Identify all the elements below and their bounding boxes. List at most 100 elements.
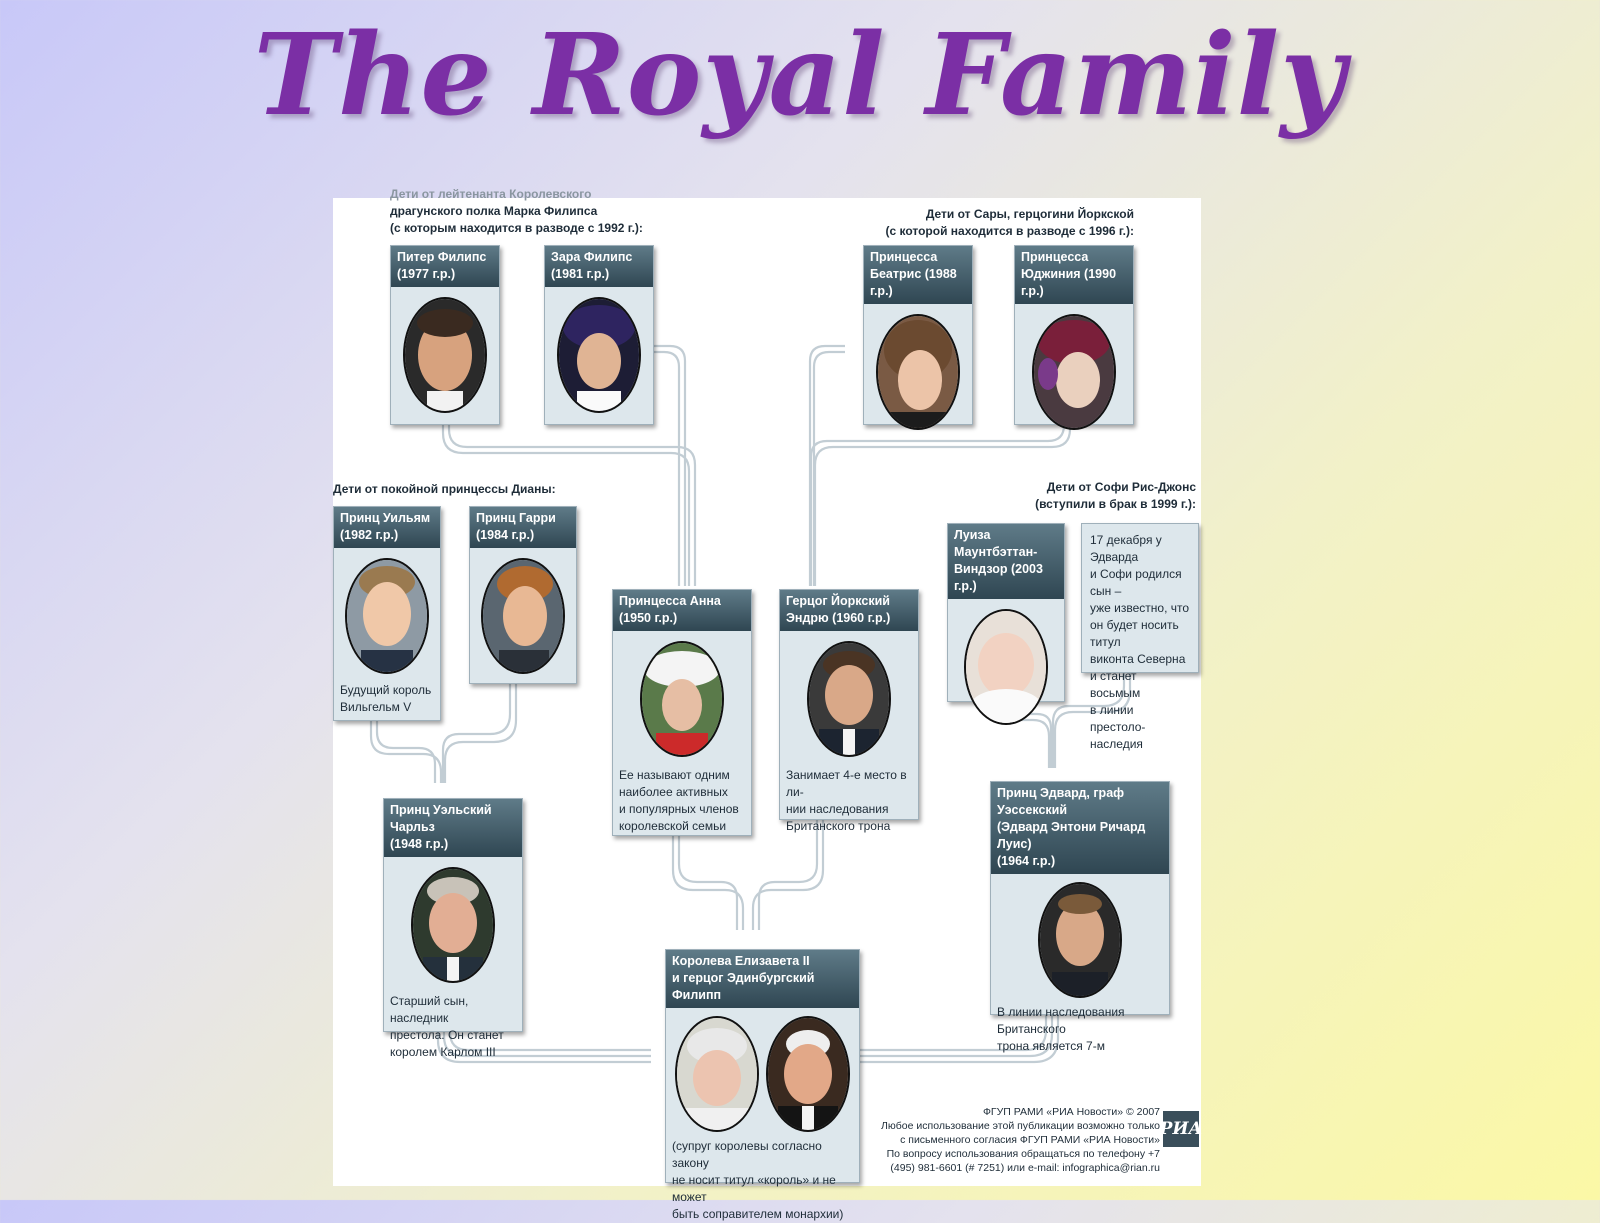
note-line: наследия bbox=[1090, 737, 1143, 751]
person-years: и герцог Эдинбургский Филипп bbox=[672, 971, 815, 1002]
person-years: Виндзор (2003 г.р.) bbox=[954, 562, 1043, 593]
card-header: Принцесса Анна (1950 г.р.) bbox=[613, 590, 751, 631]
person-years: (1948 г.р.) bbox=[390, 837, 449, 851]
phillips-children-caption: Дети от лейтенанта Королевского драгунск… bbox=[390, 186, 643, 237]
card-header: Принц Гарри (1984 г.р.) bbox=[470, 507, 576, 548]
note-line: в линии престоло- bbox=[1090, 703, 1146, 734]
person-years: (1977 г.р.) bbox=[397, 267, 456, 281]
caption-line: Дети от Софи Рис-Джонс bbox=[1046, 480, 1196, 494]
desc-line: Британского трона bbox=[786, 819, 891, 833]
person-name: Питер Филипс bbox=[397, 250, 487, 264]
person-years: (1984 г.р.) bbox=[476, 528, 535, 542]
card-header: Герцог Йоркский Эндрю (1960 г.р.) bbox=[780, 590, 918, 631]
person-years: Юджиния (1990 г.р.) bbox=[1021, 267, 1117, 298]
desc-line: королем Карлом III bbox=[390, 1045, 496, 1059]
portrait-photo bbox=[1038, 882, 1122, 998]
note-edward-son: 17 декабря у Эдварда и Софи родился сын … bbox=[1081, 523, 1199, 751]
connector-lines bbox=[369, 344, 1132, 1064]
caption-line: (вступили в брак в 1999 г.): bbox=[1035, 497, 1196, 511]
person-name: Принцесса bbox=[1021, 250, 1089, 264]
copyright-line: Любое использование этой публикации возм… bbox=[881, 1120, 1160, 1132]
person-years: (1981 г.р.) bbox=[551, 267, 610, 281]
portrait-photo bbox=[640, 641, 724, 757]
card-header: Принцесса Беатрис (1988 г.р.) bbox=[864, 246, 972, 304]
person-name-full: (Эдвард Энтони Ричард Луис) bbox=[997, 820, 1146, 851]
caption-line: (с которым находится в разводе с 1992 г.… bbox=[390, 221, 643, 235]
card-duke-andrew: Герцог Йоркский Эндрю (1960 г.р.) Занима… bbox=[779, 589, 919, 833]
copyright-line: с письменного согласия ФГУП РАМИ «РИА Но… bbox=[900, 1134, 1160, 1146]
portrait-photo bbox=[876, 314, 960, 430]
card-peter-phillips: Питер Филипс (1977 г.р.) bbox=[390, 245, 500, 425]
note-line: виконта Северна bbox=[1090, 652, 1186, 666]
person-name: Луиза Маунтбэттан- bbox=[954, 528, 1038, 559]
note-line: и станет восьмым bbox=[1090, 669, 1141, 700]
desc-line: Старший сын, наследник bbox=[390, 994, 469, 1025]
card-header: Принц Уэльский Чарльз (1948 г.р.) bbox=[384, 799, 522, 857]
ria-logo: РИА bbox=[1160, 1111, 1202, 1147]
person-years: (1982 г.р.) bbox=[340, 528, 399, 542]
portrait-photo bbox=[345, 558, 429, 674]
card-princess-anne: Принцесса Анна (1950 г.р.) Ее называют о… bbox=[612, 589, 752, 836]
person-years: Эндрю (1960 г.р.) bbox=[786, 611, 891, 625]
desc-line: и популярных членов bbox=[619, 802, 739, 816]
person-description: Ее называют одним наиболее активных и по… bbox=[613, 767, 751, 835]
desc-line: трона является 7-м bbox=[997, 1039, 1105, 1053]
desc-line: нии наследования bbox=[786, 802, 889, 816]
card-princess-eugenie: Принцесса Юджиния (1990 г.р.) bbox=[1014, 245, 1134, 430]
person-description: Старший сын, наследник престола. Он стан… bbox=[384, 993, 522, 1061]
note-line: 17 декабря у Эдварда bbox=[1090, 533, 1162, 564]
card-princess-beatrice: Принцесса Беатрис (1988 г.р.) bbox=[863, 245, 973, 430]
card-header: Луиза Маунтбэттан- Виндзор (2003 г.р.) bbox=[948, 524, 1064, 599]
desc-line: В линии наследования Британского bbox=[997, 1005, 1125, 1036]
card-zara-phillips: Зара Филипс (1981 г.р.) bbox=[544, 245, 654, 425]
card-header: Принц Уильям (1982 г.р.) bbox=[334, 507, 440, 548]
card-header: Королева Елизавета II и герцог Эдинбургс… bbox=[666, 950, 859, 1008]
card-prince-william: Принц Уильям (1982 г.р.) Будущий король … bbox=[333, 506, 441, 721]
card-prince-harry: Принц Гарри (1984 г.р.) bbox=[469, 506, 577, 684]
desc-line: быть соправителем монархии) bbox=[672, 1207, 844, 1221]
caption-line: (с которой находится в разводе с 1996 г.… bbox=[885, 224, 1135, 238]
person-name: Зара Филипс bbox=[551, 250, 633, 264]
portrait-photo bbox=[557, 297, 641, 413]
person-name: Принц Уэльский Чарльз bbox=[390, 803, 492, 834]
person-name: Принцесса bbox=[870, 250, 938, 264]
portrait-photo bbox=[807, 641, 891, 757]
person-name: Принц Эдвард, граф Уэссекский bbox=[997, 786, 1125, 817]
card-header: Принц Эдвард, граф Уэссекский (Эдвард Эн… bbox=[991, 782, 1169, 874]
desc-line: наиболее активных bbox=[619, 785, 728, 799]
person-years: Беатрис (1988 г.р.) bbox=[870, 267, 957, 298]
copyright-line: По вопросу использования обращаться по т… bbox=[886, 1148, 1160, 1160]
desc-line: Ее называют одним bbox=[619, 768, 730, 782]
person-description: Будущий король Вильгельм V bbox=[334, 682, 440, 716]
copyright-block: ФГУП РАМИ «РИА Новости» © 2007 Любое исп… bbox=[881, 1105, 1160, 1175]
desc-line: престола. Он станет bbox=[390, 1028, 504, 1042]
portrait-photo bbox=[403, 297, 487, 413]
card-header: Питер Филипс (1977 г.р.) bbox=[391, 246, 499, 287]
desc-line: королевской семьи bbox=[619, 819, 727, 833]
portrait-photo-philip bbox=[765, 1016, 850, 1132]
person-name: Принц Уильям bbox=[340, 511, 431, 525]
portrait-photo bbox=[964, 609, 1048, 725]
desc-line: Вильгельм V bbox=[340, 700, 412, 714]
sophie-children-caption: Дети от Софи Рис-Джонс (вступили в брак … bbox=[1035, 479, 1196, 513]
person-name: Герцог Йоркский bbox=[786, 594, 890, 608]
copyright-line: (495) 981-6601 (# 7251) или e-mail: info… bbox=[890, 1162, 1160, 1174]
diana-children-caption: Дети от покойной принцессы Дианы: bbox=[333, 482, 556, 496]
card-prince-charles: Принц Уэльский Чарльз (1948 г.р.) Старши… bbox=[383, 798, 523, 1059]
card-louise-windsor: Луиза Маунтбэттан- Виндзор (2003 г.р.) bbox=[947, 523, 1065, 725]
person-name: Принц Гарри bbox=[476, 511, 556, 525]
york-children-caption: Дети от Сары, герцогини Йоркской (с кото… bbox=[886, 206, 1135, 240]
note-line: и Софи родился сын – bbox=[1090, 567, 1182, 598]
caption-line: драгунского полка Марка Филипса bbox=[390, 204, 598, 218]
card-prince-edward: Принц Эдвард, граф Уэссекский (Эдвард Эн… bbox=[990, 781, 1170, 1053]
person-description: В линии наследования Британского трона я… bbox=[991, 1004, 1169, 1055]
card-header: Принцесса Юджиния (1990 г.р.) bbox=[1015, 246, 1133, 304]
card-queen-elizabeth-philip: Королева Елизавета II и герцог Эдинбургс… bbox=[665, 949, 860, 1221]
person-name: Королева Елизавета II bbox=[672, 954, 810, 968]
card-header: Зара Филипс (1981 г.р.) bbox=[545, 246, 653, 287]
portrait-photo bbox=[1032, 314, 1116, 430]
caption-line: Дети от лейтенанта Королевского bbox=[390, 187, 592, 201]
person-description: Занимает 4-е место в ли- нии наследовани… bbox=[780, 767, 918, 835]
person-description: (супруг королевы согласно закону не носи… bbox=[666, 1138, 859, 1223]
portrait-photo-queen bbox=[675, 1016, 760, 1132]
